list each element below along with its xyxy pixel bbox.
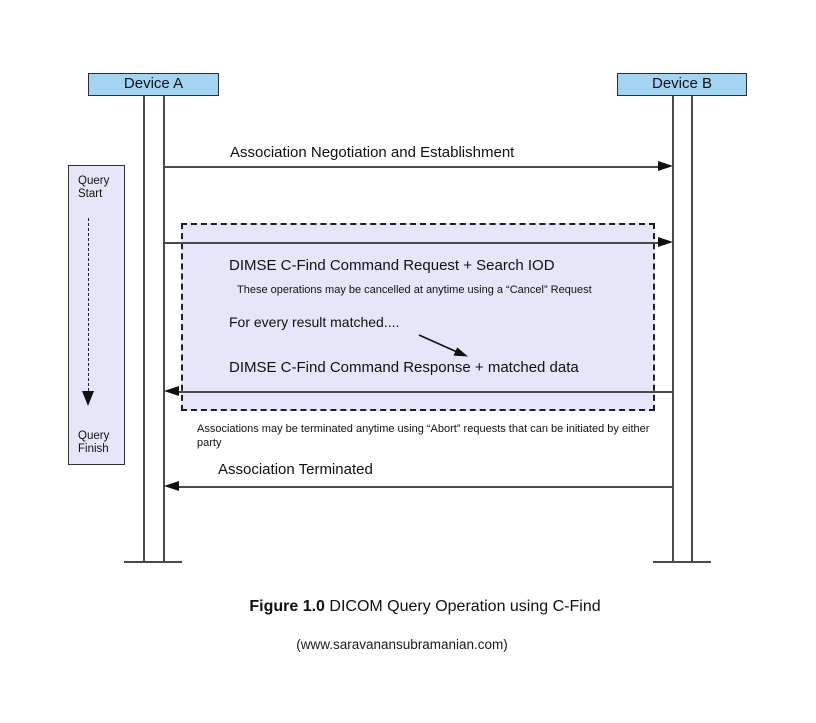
query-duration-panel: Query Start Query Finish <box>68 165 125 465</box>
arrowhead-right-icon <box>658 237 673 247</box>
cancel-note-label: These operations may be cancelled at any… <box>237 284 592 296</box>
cfind-loop-region <box>181 223 655 411</box>
figure-number: Figure 1.0 <box>249 598 325 615</box>
device-b-box: Device B <box>617 73 747 96</box>
message-arrow-cfind-request <box>164 237 673 248</box>
query-progress-dashed-line <box>88 218 89 391</box>
query-finish-label: Query Finish <box>78 430 110 455</box>
message-arrow-cfind-response <box>164 386 673 397</box>
arrowhead-left-icon <box>164 386 179 396</box>
source-website-label: (www.saravanansubramanian.com) <box>296 637 508 652</box>
figure-title: DICOM Query Operation using C-Find <box>329 598 601 615</box>
device-b-lifeline-end <box>653 561 711 563</box>
arrowhead-right-icon <box>658 161 673 171</box>
arrow-shaft <box>164 241 660 244</box>
abort-note-label: Associations may be terminated anytime u… <box>197 423 650 449</box>
association-establish-label: Association Negotiation and Establishmen… <box>230 144 515 161</box>
loop-note-label: For every result matched.... <box>229 314 400 330</box>
device-a-lifeline-right <box>163 96 165 562</box>
arrow-shaft <box>164 165 660 168</box>
loop-diagonal-arrow-icon <box>418 334 468 357</box>
association-terminated-label: Association Terminated <box>218 461 373 478</box>
arrow-down-icon <box>82 391 94 406</box>
arrow-shaft <box>177 485 673 488</box>
cfind-request-label: DIMSE C-Find Command Request + Search IO… <box>229 257 555 274</box>
arrow-shaft <box>177 390 673 393</box>
device-b-lifeline-right <box>691 96 693 562</box>
query-start-label: Query Start <box>78 175 110 200</box>
device-a-box: Device A <box>88 73 219 96</box>
message-arrow-association-terminated <box>164 481 673 492</box>
arrowhead-left-icon <box>164 481 179 491</box>
message-arrow-association-establish <box>164 161 673 172</box>
cfind-response-label: DIMSE C-Find Command Response + matched … <box>229 359 579 376</box>
device-b-lifeline-left <box>672 96 674 562</box>
device-a-lifeline-left <box>143 96 145 562</box>
device-a-lifeline-end <box>124 561 182 563</box>
figure-caption: Figure 1.0 DICOM Query Operation using C… <box>17 598 816 616</box>
